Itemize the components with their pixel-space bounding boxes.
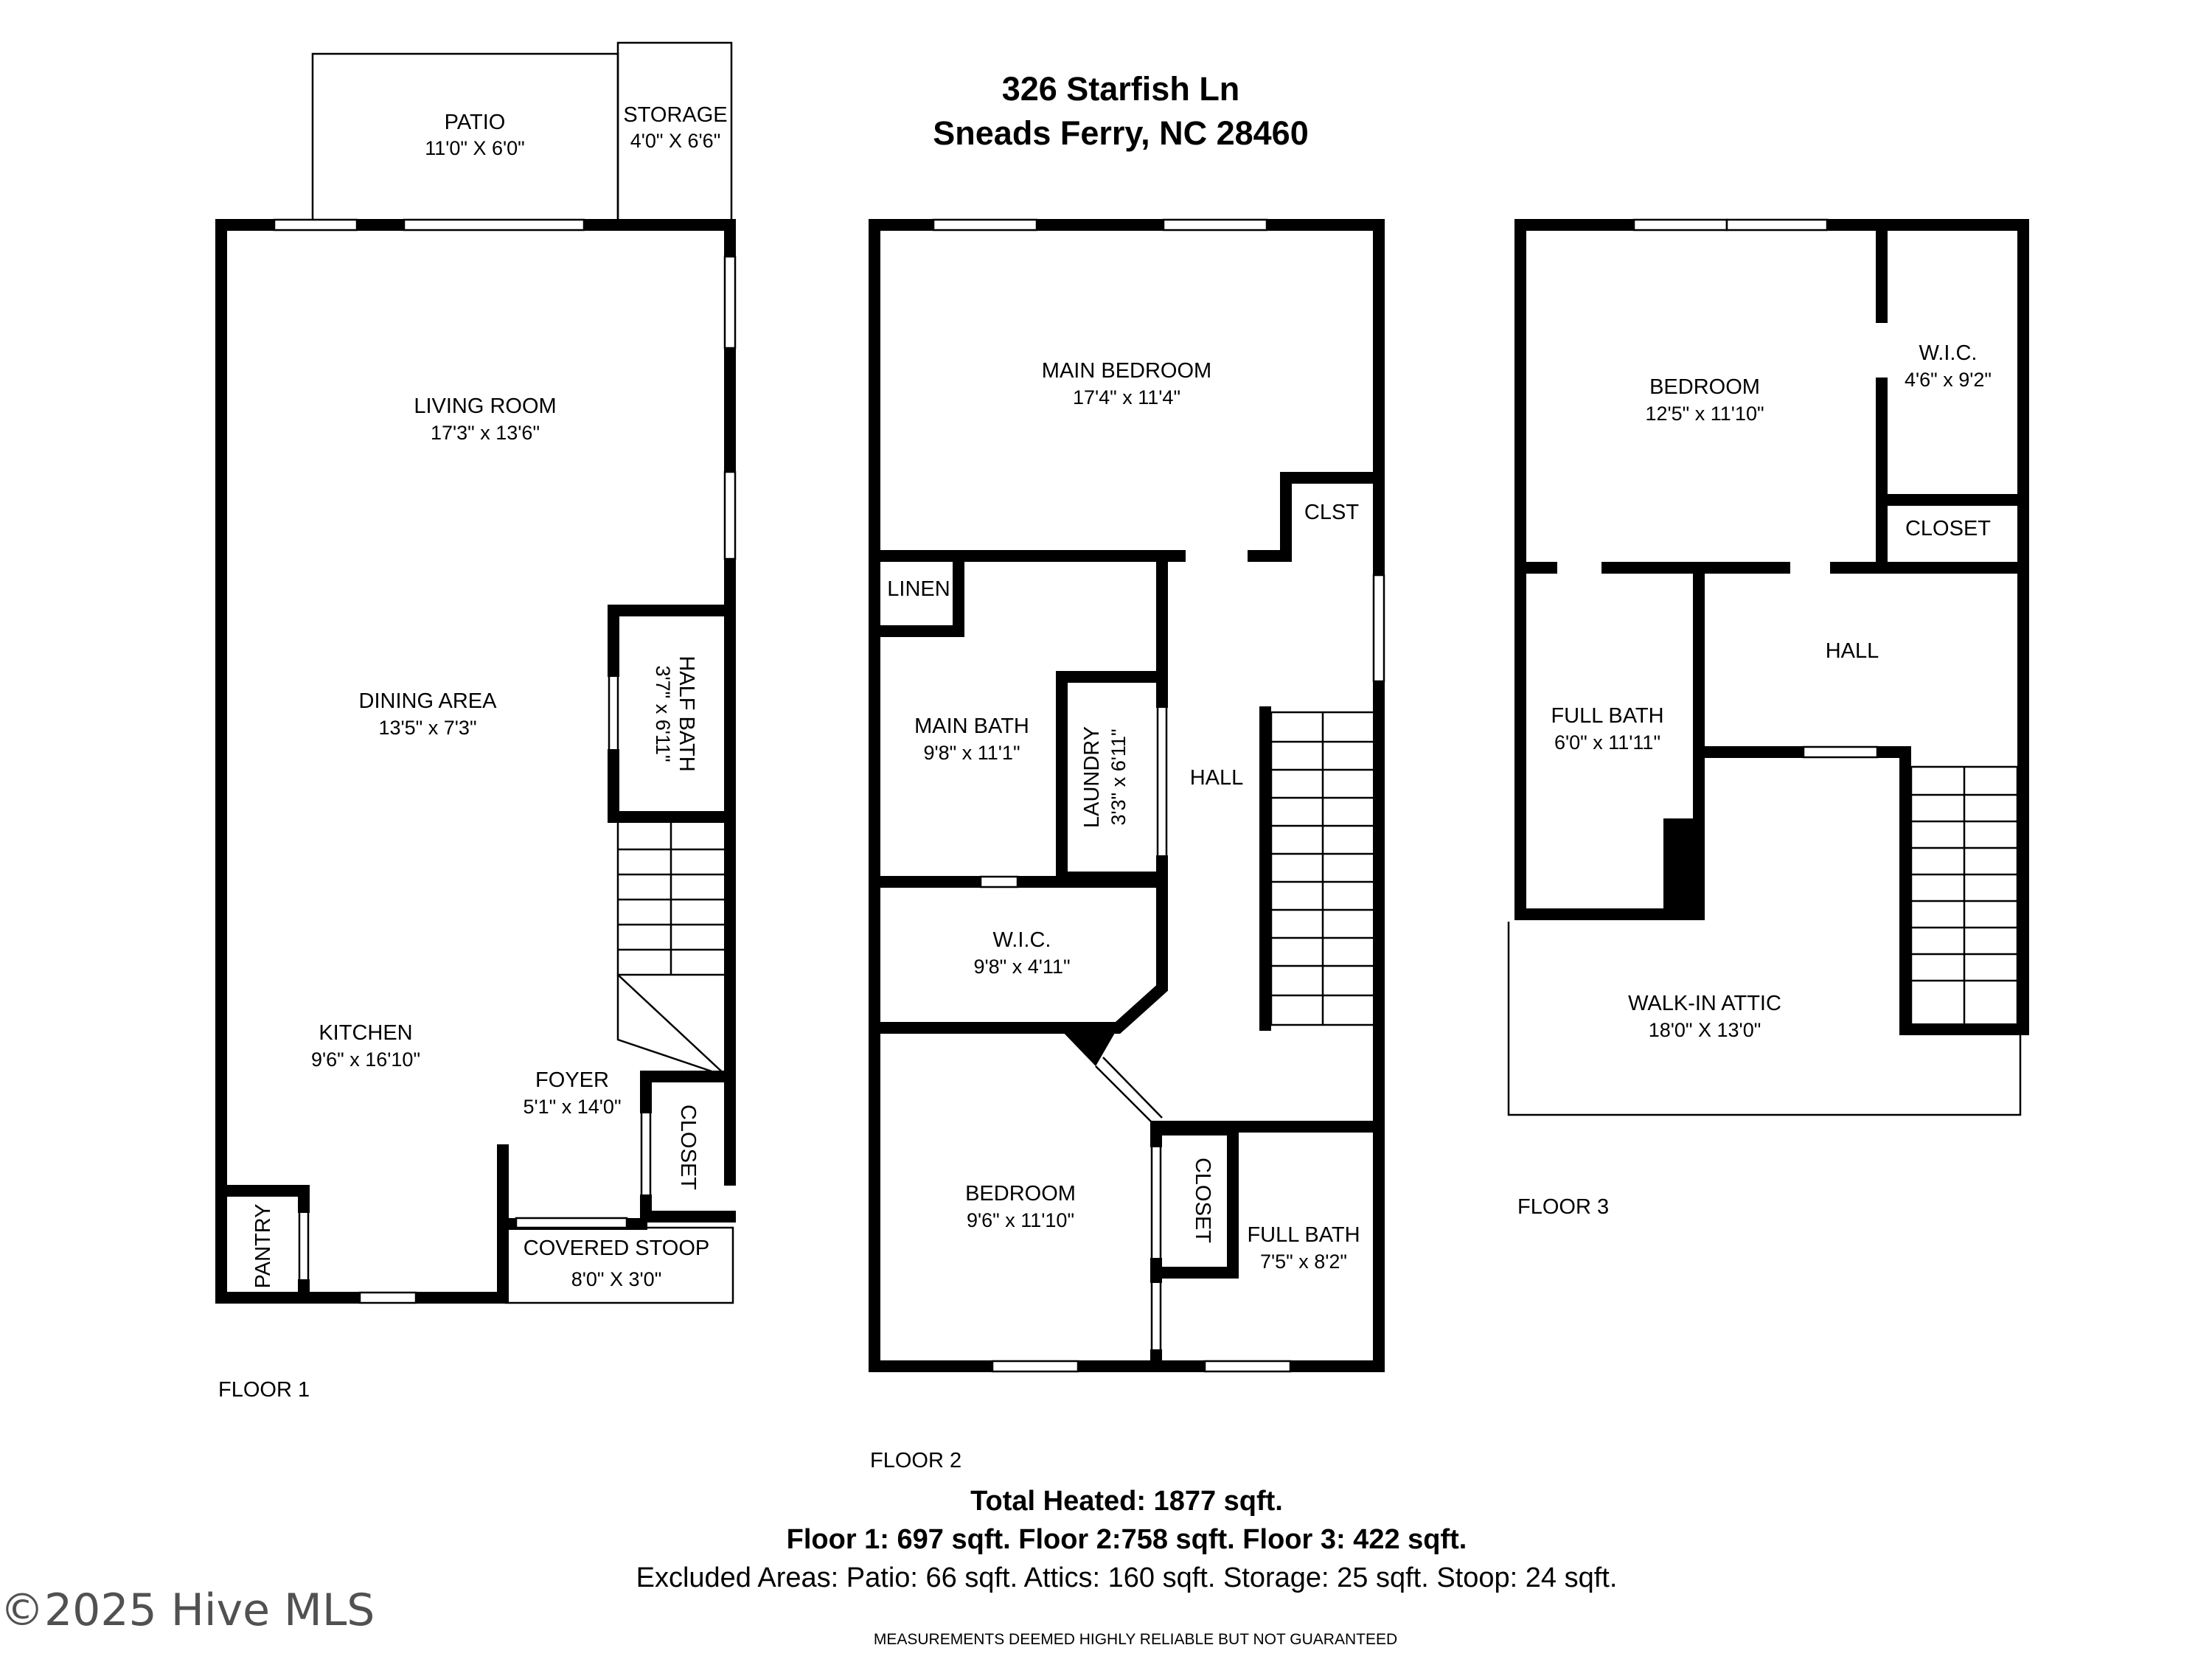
covered-stoop-outline: [504, 1226, 734, 1304]
clst-label: CLST: [1304, 501, 1359, 524]
patio-label: PATIO: [445, 111, 506, 134]
main-bath-dim: 9'8" x 11'1": [923, 742, 1020, 764]
storage-outline: [616, 41, 733, 221]
living-room-dim: 17'3" x 13'6": [431, 422, 540, 444]
window: [723, 255, 737, 349]
floor3-wic-dim: 4'6" x 9'2": [1905, 369, 1992, 391]
total-heated-text: Total Heated: 1877 sqft.: [970, 1486, 1283, 1517]
floor2-closet-label: CLOSET: [1191, 1158, 1214, 1243]
floor3-wic-label: W.I.C.: [1919, 341, 1978, 365]
window: [1203, 1360, 1292, 1373]
floor2-wic-dim: 9'8" x 4'11": [973, 956, 1070, 978]
floor2-wic-label: W.I.C.: [993, 928, 1051, 952]
floor2-hall-label: HALL: [1190, 766, 1244, 790]
linen-label: LINEN: [887, 577, 950, 601]
dining-area-dim: 13'5" x 7'3": [378, 717, 476, 739]
address-line-1: 326 Starfish Ln: [1002, 70, 1240, 108]
floor-1-label: FLOOR 1: [218, 1378, 310, 1402]
half-bath-label: HALF BATH: [675, 655, 698, 771]
kitchen-dim: 9'6" x 16'10": [311, 1048, 420, 1071]
window: [991, 1360, 1079, 1373]
main-bath-label: MAIN BATH: [914, 714, 1029, 738]
window: [1162, 218, 1268, 232]
floor2-exterior-wall: [869, 219, 1385, 1372]
floor-3-plan: BEDROOM 12'5" x 11'10" W.I.C. 4'6" x 9'2…: [1507, 218, 2029, 1219]
window: [1632, 218, 1728, 232]
floor-1-plan: PATIO 11'0" X 6'0" STORAGE 4'0" X 6'6" L…: [215, 41, 737, 1402]
mls-watermark: ©2025 Hive MLS: [0, 1585, 375, 1636]
laundry-dim: 3'3" x 6'11": [1107, 728, 1130, 825]
pantry-label: PANTRY: [251, 1204, 275, 1289]
door-opening: [1802, 745, 1879, 759]
excluded-areas-text: Excluded Areas: Patio: 66 sqft. Attics: …: [636, 1562, 1618, 1593]
dining-area-label: DINING AREA: [359, 689, 498, 713]
floor3-exterior-wall: [1514, 219, 2029, 1035]
floor1-stairs: [616, 818, 728, 1078]
main-bedroom-dim: 17'4" x 11'4": [1073, 386, 1180, 408]
kitchen-label: KITCHEN: [319, 1021, 412, 1045]
disclaimer-text: MEASUREMENTS DEEMED HIGHLY RELIABLE BUT …: [874, 1631, 1397, 1648]
walk-in-attic-label: WALK-IN ATTIC: [1628, 992, 1781, 1015]
main-bedroom-label: MAIN BEDROOM: [1042, 359, 1211, 383]
floor2-full-bath-label: FULL BATH: [1247, 1223, 1360, 1247]
floor3-bedroom-dim: 12'5" x 11'10": [1645, 403, 1764, 425]
clst-walls: [1280, 472, 1385, 562]
floor2-bedroom-dim: 9'6" x 11'10": [967, 1209, 1074, 1231]
storage-dim: 4'0" X 6'6": [630, 130, 721, 152]
half-bath-dim: 3'7" x 6'11": [652, 665, 674, 762]
wic-walls: [869, 876, 1168, 1034]
floor-totals-text: Floor 1: 697 sqft. Floor 2:758 sqft. Flo…: [787, 1524, 1467, 1555]
foyer-label: FOYER: [535, 1068, 609, 1092]
floor-2-plan: MAIN BEDROOM 17'4" x 11'4" CLST LINEN MA…: [869, 218, 1385, 1472]
floor-2-label: FLOOR 2: [870, 1449, 961, 1472]
window: [1725, 218, 1829, 232]
covered-stoop-label: COVERED STOOP: [524, 1237, 709, 1260]
window: [723, 470, 737, 560]
laundry-label: LAUNDRY: [1080, 726, 1104, 828]
window: [273, 218, 358, 232]
walk-in-attic-dim: 18'0" X 13'0": [1649, 1019, 1761, 1041]
foyer-dim: 5'1" x 14'0": [523, 1096, 621, 1118]
floor3-bedroom-label: BEDROOM: [1649, 375, 1760, 399]
address-line-2: Sneads Ferry, NC 28460: [933, 114, 1308, 152]
floor2-full-bath-dim: 7'5" x 8'2": [1260, 1251, 1347, 1273]
floor3-full-bath-label: FULL BATH: [1551, 704, 1663, 728]
floor1-exterior-wall: [215, 219, 509, 1304]
covered-stoop-dim: 8'0" X 3'0": [571, 1268, 662, 1290]
floor3-stairs: [1910, 765, 2019, 1026]
walk-in-attic-outline: [1507, 922, 2022, 1116]
wall-chamfer: [1059, 1028, 1118, 1066]
floor3-full-bath-dim: 6'0" x 11'11": [1554, 731, 1660, 754]
storage-label: STORAGE: [623, 103, 727, 127]
window: [1372, 574, 1385, 683]
floor-3-label: FLOOR 3: [1517, 1195, 1609, 1219]
living-room-label: LIVING ROOM: [414, 394, 556, 418]
window: [932, 218, 1038, 232]
patio-dim: 11'0" X 6'0": [425, 137, 525, 159]
window: [358, 1291, 417, 1304]
floor1-closet-label: CLOSET: [676, 1105, 700, 1190]
floor2-bedroom-label: BEDROOM: [965, 1182, 1076, 1206]
patio-door-opening: [403, 218, 585, 232]
floor3-closet-label: CLOSET: [1905, 517, 1991, 540]
floor3-hall-label: HALL: [1826, 639, 1879, 663]
floor2-stairs: [1259, 706, 1376, 1031]
floor2-closet-walls: [1153, 1124, 1239, 1279]
